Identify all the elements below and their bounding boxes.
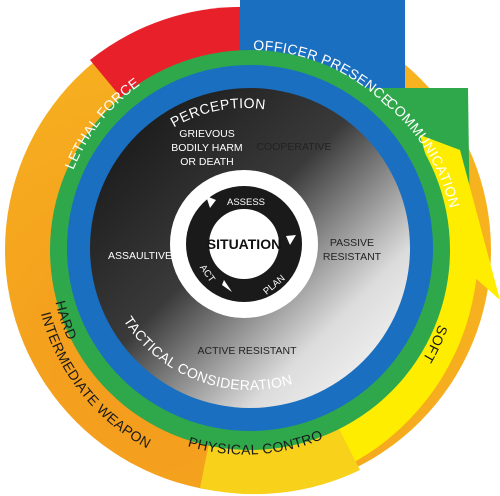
situation-label: SITUATION [207,236,281,252]
cycle-arrow-top-icon [206,196,216,208]
passive-resistant-label-line2: RESISTANT [323,251,382,263]
grievous-label-line3: OR DEATH [180,156,233,168]
assess-label: ASSESS [227,197,265,208]
cooperative-label: COOPERATIVE [256,141,331,153]
soft-band [420,135,500,300]
active-resistant-label: ACTIVE RESISTANT [198,345,298,357]
grievous-label-line1: GRIEVOUS [179,128,234,140]
cycle-arrow-bottom-icon [222,280,232,292]
assaultive-label: ASSAULTIVE [108,250,172,262]
grievous-label-line2: BODILY HARM [171,142,242,154]
situation-core [209,209,279,279]
cycle-arrow-right-icon [286,235,296,245]
passive-resistant-label-line1: PASSIVE [330,237,374,249]
